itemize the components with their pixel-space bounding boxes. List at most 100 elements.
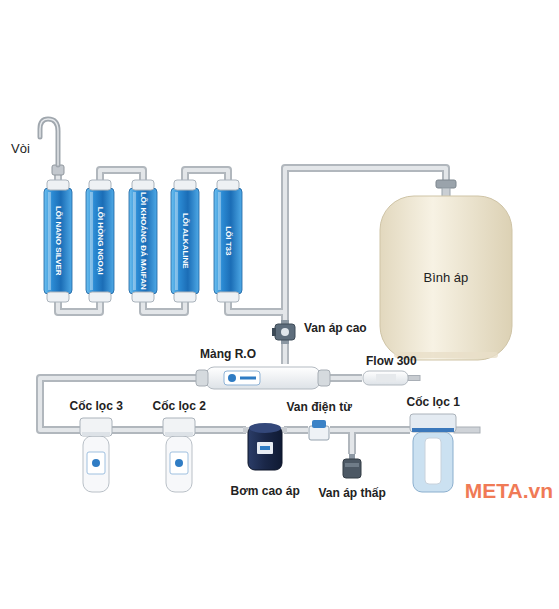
- cartridge-cap: [89, 180, 111, 190]
- cartridge-cap: [89, 292, 111, 302]
- housing-cap: [163, 418, 195, 436]
- filter-label: LÕI T33: [223, 226, 233, 255]
- flow-band: [376, 374, 396, 382]
- water-pipe: [185, 170, 228, 180]
- water-pipe: [281, 344, 289, 364]
- pipe-highlight: [330, 376, 362, 380]
- tank-body: [380, 196, 512, 360]
- membrane-cap: [318, 370, 330, 386]
- cartridge-body: [214, 188, 242, 294]
- filter-cartridge: LÕI ALKALINE: [171, 180, 199, 302]
- pump-head: [249, 423, 281, 433]
- cartridge-cap: [132, 292, 154, 302]
- housing-bowl: [166, 436, 192, 492]
- pressure-tank-parts: [380, 180, 512, 360]
- housing-cap: [80, 418, 112, 436]
- membrane-logo: [228, 374, 236, 382]
- switch-ring: [345, 463, 359, 467]
- water-pipe: [100, 170, 143, 180]
- low-pressure-switch-drawing: [342, 454, 362, 478]
- water-pipe: [54, 175, 62, 180]
- membrane-cap: [196, 370, 208, 386]
- filter-housing-parts: [163, 418, 195, 492]
- solenoid-body: [309, 426, 329, 440]
- flow-restrictor-drawing: [362, 371, 412, 385]
- switch-body: [343, 459, 361, 478]
- cartridge-body: [44, 188, 72, 294]
- pipe-highlight: [100, 170, 143, 180]
- faucet-spout: [40, 119, 58, 165]
- housing-sticker: [87, 452, 105, 474]
- part-label: Bơm cao áp: [231, 484, 300, 498]
- cartridge-body: [171, 188, 199, 294]
- cartridge-cap: [132, 180, 154, 190]
- filter-label: LÕI KHOÁNG ĐÁ MAIFAN: [138, 192, 148, 290]
- filter-cartridge-parts: [86, 180, 114, 302]
- inlet-pipe: [454, 427, 480, 433]
- cartridge-highlight: [48, 192, 51, 290]
- cartridge-body: [86, 188, 114, 294]
- ro-membrane: Màng R.O: [196, 364, 330, 392]
- cartridge-highlight: [133, 192, 136, 290]
- filter-housing-drawing: [410, 414, 456, 494]
- membrane-body: [206, 367, 320, 389]
- booster-pump-parts: [243, 423, 287, 470]
- water-pipe: [352, 430, 410, 454]
- cartridge-body: [129, 188, 157, 294]
- flow-restrictor-parts: [363, 371, 420, 385]
- part-label: Bình áp: [424, 270, 469, 286]
- filter-label: LÕI ALKALINE: [180, 213, 190, 269]
- pipe-highlight: [56, 175, 60, 180]
- low-pressure-switch: Van áp thấp: [342, 454, 362, 478]
- water-pipe: [330, 374, 362, 382]
- solenoid-valve: Van điện từ: [308, 420, 330, 440]
- filter-label: LÕI HỒNG NGOẠI: [95, 207, 105, 275]
- filter-cartridge: LÕI KHOÁNG ĐÁ MAIFAN: [129, 180, 157, 302]
- part-label: Van áp cao: [304, 321, 367, 335]
- pipe-highlight: [352, 430, 410, 454]
- ro-membrane-parts: [196, 367, 330, 389]
- filter-cartridge-parts: [129, 180, 157, 302]
- cartridge-highlight: [175, 192, 178, 290]
- booster-pump-drawing: [246, 420, 284, 472]
- water-pipe: [195, 426, 246, 434]
- flow-body: [363, 371, 408, 385]
- housing-bowl: [413, 432, 453, 492]
- housing-logo: [175, 459, 183, 467]
- part-label: Vòi: [11, 141, 30, 157]
- part-label: Cốc lọc 1: [407, 395, 460, 409]
- water-pipe: [143, 302, 185, 312]
- part-label: Cốc lọc 3: [70, 399, 123, 413]
- filter-housing: Cốc lọc 1: [410, 414, 456, 494]
- low-pressure-switch-parts: [343, 454, 361, 478]
- faucet-parts: [40, 119, 64, 175]
- cartridge-highlight: [218, 192, 221, 290]
- cartridge-highlight: [90, 192, 93, 290]
- ro-membrane-drawing: [196, 364, 330, 392]
- cartridge-cap: [174, 292, 196, 302]
- pipe-highlight: [228, 302, 285, 320]
- housing-sticker: [170, 452, 188, 474]
- faucet-highlight: [40, 119, 58, 165]
- part-label: Flow 300: [366, 354, 417, 368]
- water-pipe: [58, 302, 100, 312]
- filter-housing-parts: [80, 418, 112, 492]
- filter-housing-drawing: [163, 418, 195, 494]
- valve-body: [275, 324, 295, 340]
- filter-cartridge-parts: [214, 180, 242, 302]
- high-pressure-valve-parts: [272, 320, 295, 344]
- filter-housing: Cốc lọc 2: [163, 418, 195, 494]
- housing-ring: [412, 428, 454, 432]
- pipe-highlight: [195, 428, 246, 432]
- pipe-highlight: [143, 302, 185, 312]
- flow-restrictor: Flow 300: [362, 371, 412, 385]
- cartridge-cap: [47, 180, 69, 190]
- high-pressure-valve-drawing: [272, 320, 298, 344]
- pipe-highlight: [58, 302, 100, 312]
- pipe-highlight: [283, 344, 287, 364]
- solenoid-valve-parts: [309, 420, 329, 440]
- filter-cartridge-parts: [44, 180, 72, 302]
- housing-logo: [92, 459, 100, 467]
- pipe-highlight: [185, 170, 228, 180]
- booster-pump: Bơm cao áp: [246, 420, 284, 472]
